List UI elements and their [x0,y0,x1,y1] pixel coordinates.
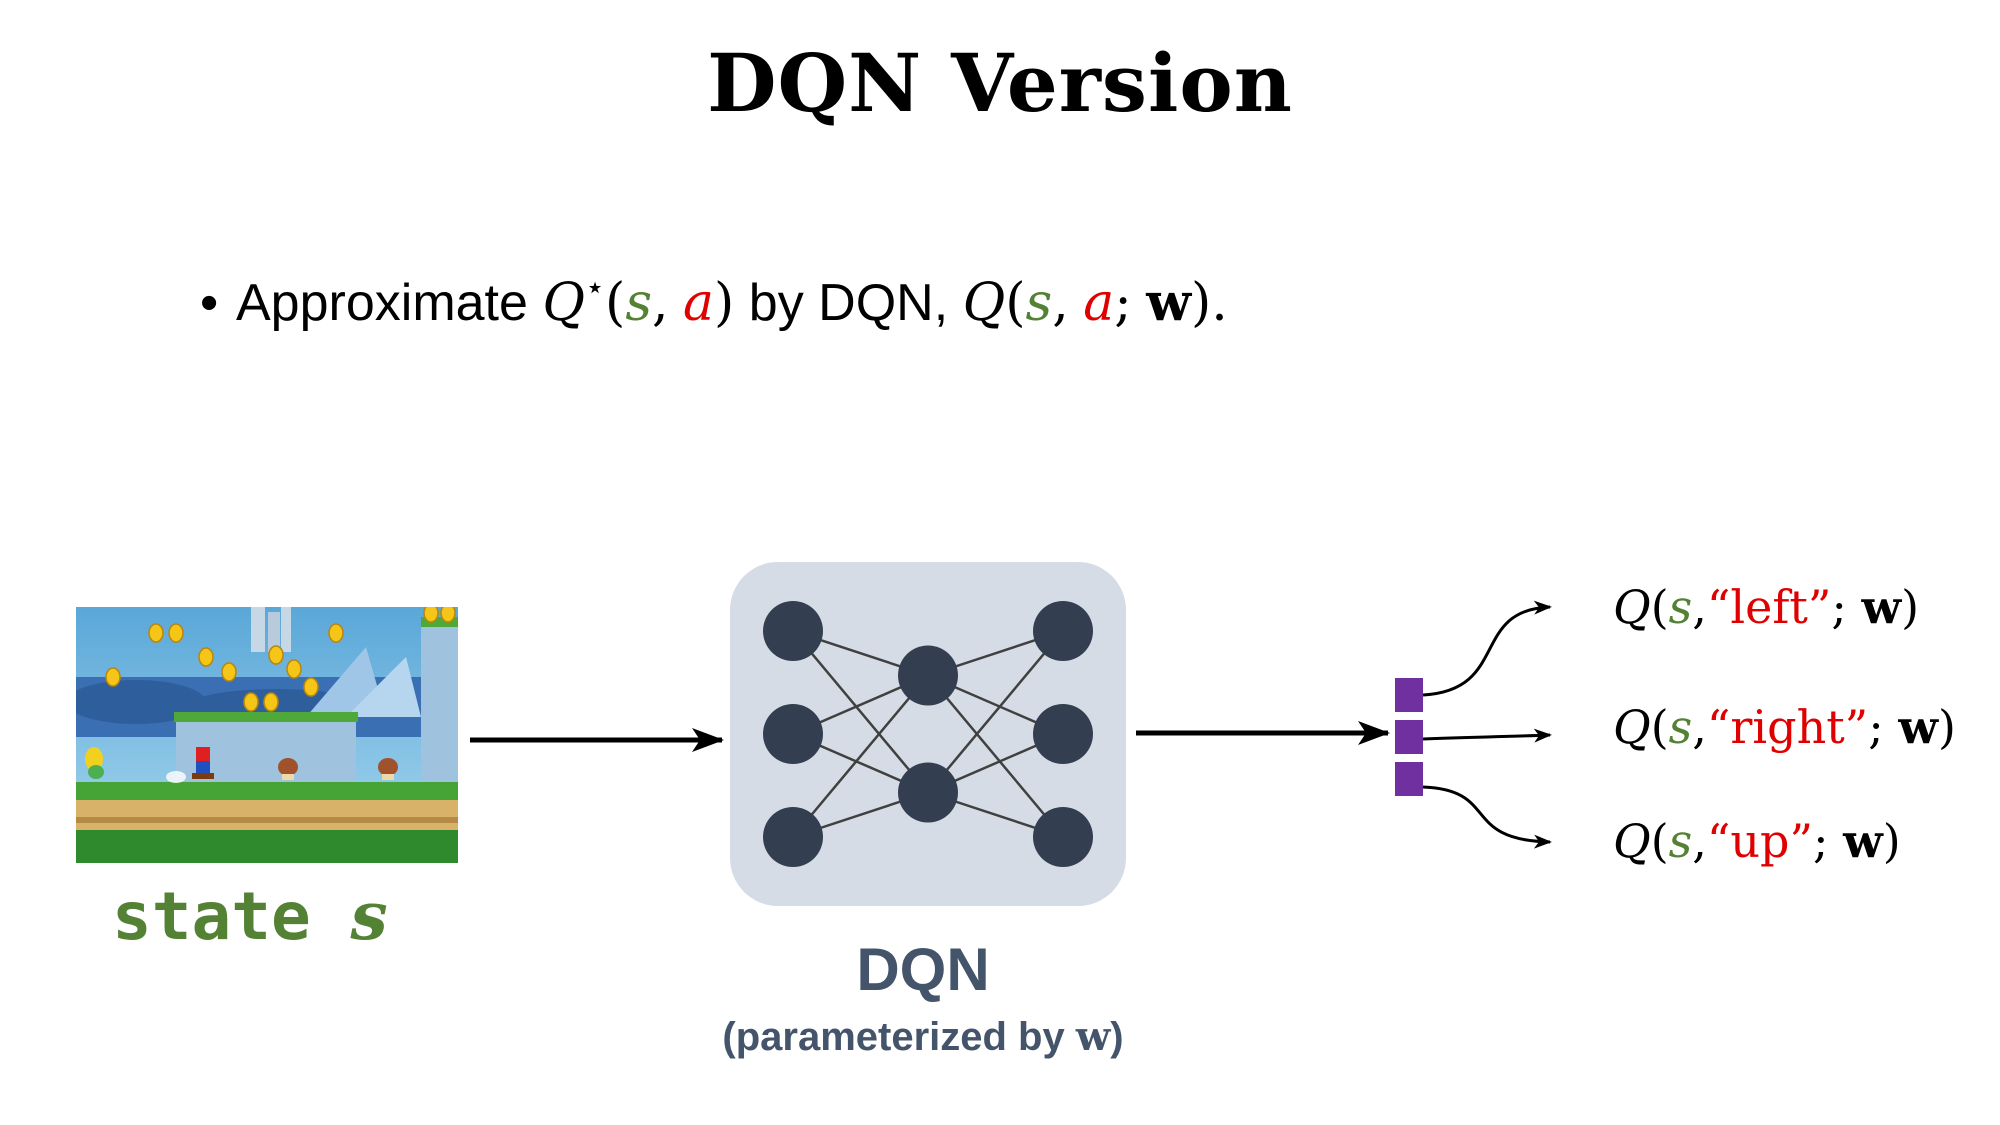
q-star-symbol: Q [542,273,586,333]
output-cell-2 [1395,720,1423,754]
dqn-label: DQN [856,936,990,1003]
open-paren-2: ( [1005,273,1026,333]
state-symbol: s [625,273,653,333]
network-box [730,562,1126,906]
game-screenshot-image [76,607,458,863]
output-vector [1395,678,1423,796]
semicolon: ; [1114,273,1132,333]
weights-symbol: w [1861,580,1902,634]
connection-l0-0-1 [792,630,929,794]
state-symbol: s [1668,814,1693,868]
q-symbol: Q [1613,580,1651,634]
close-paren: ) [714,273,735,333]
output-arrow-up [1422,785,1552,849]
output-arrow-left [1422,600,1552,697]
state-symbol-2: s [1025,273,1053,333]
bullet-middle: by DQN, [748,274,949,332]
slide-title: DQN Version [707,36,1293,130]
q-symbol: Q [1613,814,1651,868]
semicolon: ; [1813,814,1829,868]
neuron-layer2-2 [1033,807,1093,867]
action-symbol: a [683,273,715,333]
comma-2: , [1052,273,1069,333]
open-paren: ( [1650,700,1669,754]
q-symbol: Q [1613,700,1651,754]
state-label-text: state [112,878,311,955]
neuron-layer0-1 [763,704,823,764]
connection-l0-2-0 [792,674,929,838]
comma: , [652,273,669,333]
close-paren: ) [1882,814,1901,868]
semicolon: ; [1831,580,1847,634]
state-label: state s [112,877,388,955]
action-right: “right” [1706,700,1869,754]
action-left: “left” [1706,580,1832,634]
neuron-layer1-0 [898,645,958,706]
q-output-up: Q(s,“up”; w) [1613,814,1901,868]
state-label-var: s [350,877,388,955]
neuron-layer2-1 [1033,704,1093,764]
comma: , [1692,814,1707,868]
weights-symbol: w [1146,272,1191,333]
state-symbol: s [1668,700,1693,754]
bullet-symbol: • [200,274,219,332]
dqn-sublabel-suffix: ) [1110,1015,1124,1059]
output-cell-3 [1395,762,1423,796]
connection-l1-0-2 [927,674,1064,838]
state-symbol: s [1668,580,1693,634]
neuron-layer0-2 [763,807,823,867]
bullet-end: ). [1190,273,1228,333]
dqn-sublabel-prefix: (parameterized by [722,1015,1065,1059]
close-paren: ) [1937,700,1956,754]
output-arrow-right [1422,728,1552,743]
bullet-point: •Approximate Q⋆(s, a) by DQN, Q(s, a; w)… [200,268,1228,333]
neuron-layer0-0 [763,601,823,661]
comma: , [1692,700,1707,754]
weights-symbol: w [1843,814,1883,868]
network-neurons [763,601,1093,867]
q-symbol: Q [962,273,1006,333]
neuron-layer2-0 [1033,601,1093,661]
action-symbol-2: a [1083,273,1115,333]
q-output-right: Q(s,“right”; w) [1613,700,1956,754]
comma: , [1692,580,1707,634]
open-paren: ( [1650,814,1669,868]
semicolon: ; [1868,700,1884,754]
star-superscript: ⋆ [585,269,606,305]
close-paren: ) [1901,580,1920,634]
neuron-layer1-1 [898,762,958,823]
action-up: “up” [1706,814,1814,868]
weights-symbol: w [1898,700,1938,754]
dqn-sublabel: (parameterized by w) [680,1013,1166,1060]
output-cell-1 [1395,678,1423,712]
connection-l1-1-0 [927,630,1064,794]
bullet-prefix: Approximate [236,274,528,332]
open-paren: ( [1650,580,1669,634]
open-paren: ( [605,273,626,333]
q-output-left: Q(s,“left”; w) [1613,580,1919,634]
dqn-sublabel-w: w [1075,1013,1111,1060]
